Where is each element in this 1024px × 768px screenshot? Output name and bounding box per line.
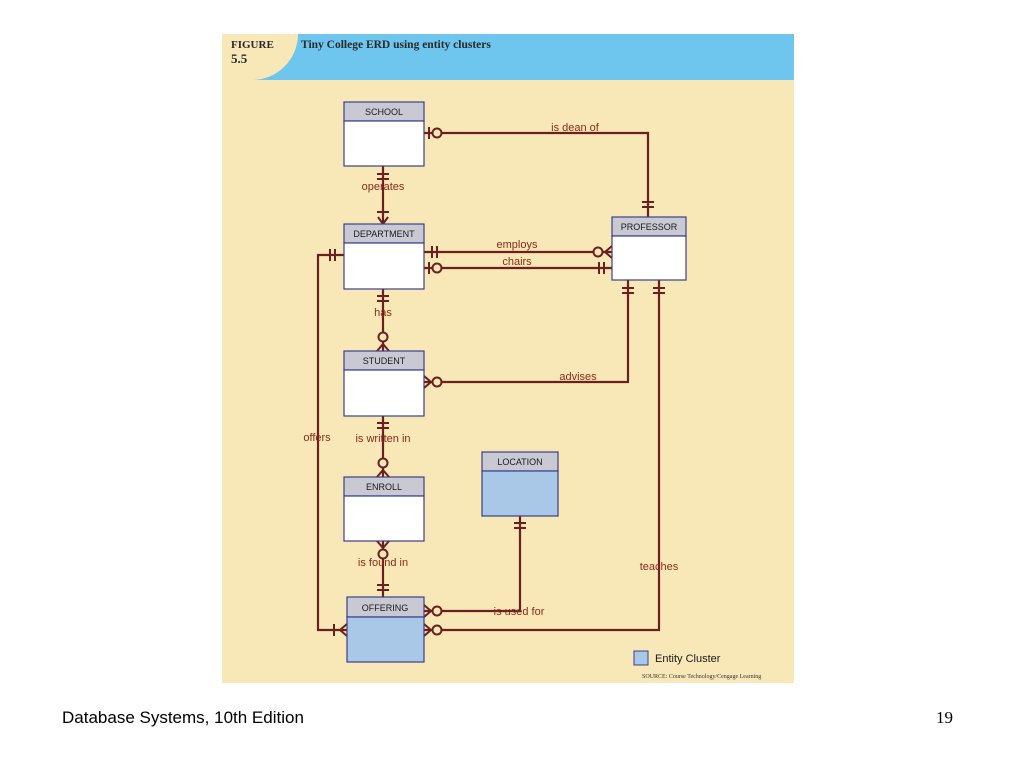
footer-book-title: Database Systems, 10th Edition xyxy=(62,708,304,727)
label-advises: advises xyxy=(559,371,597,383)
rel-line-advises xyxy=(424,280,630,384)
label-is-written-in: is written in xyxy=(355,433,410,445)
entity-offering: OFFERING xyxy=(346,596,425,663)
label-is-dean-of: is dean of xyxy=(551,122,600,134)
legend: Entity Cluster SOURCE: Course Technology… xyxy=(633,650,761,680)
label-has: has xyxy=(374,307,392,319)
cardinality-symbols xyxy=(329,127,665,637)
figure-number: 5.5 xyxy=(231,51,248,66)
entity-offering-name: OFFERING xyxy=(362,603,409,613)
entity-department-name: DEPARTMENT xyxy=(353,229,415,239)
figure-header: FIGURE 5.5 Tiny College ERD using entity… xyxy=(222,34,794,80)
erd-figure: FIGURE 5.5 Tiny College ERD using entity… xyxy=(222,34,794,683)
label-chairs: chairs xyxy=(502,256,532,268)
source-credit: SOURCE: Course Technology/Cengage Learni… xyxy=(642,674,761,680)
rel-line-teaches xyxy=(424,280,661,632)
figure-label: FIGURE 5.5 xyxy=(231,39,274,65)
entity-student: STUDENT xyxy=(343,350,425,417)
entity-student-name: STUDENT xyxy=(363,356,406,366)
relationship-lines xyxy=(316,131,661,632)
entity-professor: PROFESSOR xyxy=(611,216,687,281)
relationship-labels: is dean of operates employs chairs has a… xyxy=(303,122,678,618)
legend-label: Entity Cluster xyxy=(655,653,721,665)
entity-location-name: LOCATION xyxy=(497,457,542,467)
figure-title: Tiny College ERD using entity clusters xyxy=(301,39,491,51)
rel-line-is-used-for xyxy=(424,516,522,613)
entity-department: DEPARTMENT xyxy=(343,223,425,290)
entity-location: LOCATION xyxy=(481,451,559,517)
label-offers: offers xyxy=(303,432,331,444)
erd-diagram: is dean of operates employs chairs has a… xyxy=(303,101,761,680)
footer-page-number: 19 xyxy=(936,708,953,727)
entity-professor-name: PROFESSOR xyxy=(621,222,678,232)
label-operates: operates xyxy=(362,181,405,193)
label-is-found-in: is found in xyxy=(358,557,408,569)
figure-label-text: FIGURE xyxy=(231,39,274,51)
label-employs: employs xyxy=(497,239,538,251)
entity-enroll-name: ENROLL xyxy=(366,482,402,492)
label-teaches: teaches xyxy=(640,561,679,573)
entity-enroll: ENROLL xyxy=(343,476,425,542)
label-is-used-for: is used for xyxy=(494,606,545,618)
entity-school-name: SCHOOL xyxy=(365,107,403,117)
rel-line-is-dean-of xyxy=(424,131,650,217)
entity-school: SCHOOL xyxy=(343,101,425,167)
legend-swatch xyxy=(633,650,649,666)
